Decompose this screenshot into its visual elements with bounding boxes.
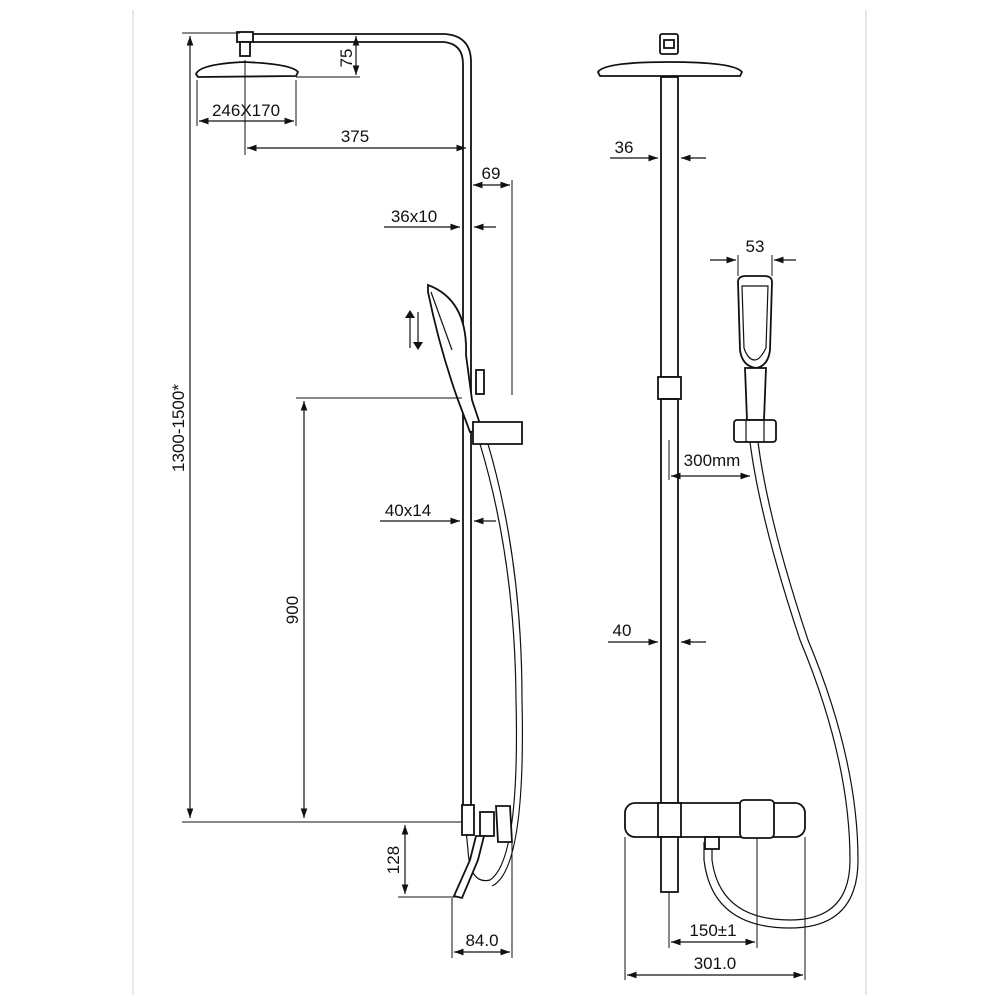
side-hand-shower xyxy=(427,283,523,445)
dim-handset-width: 53 xyxy=(746,237,765,256)
dim-head-height: 75 xyxy=(337,49,356,68)
front-riser-upper xyxy=(660,76,679,378)
side-valve xyxy=(452,804,513,900)
dim-hose-offset: 300mm xyxy=(684,451,741,470)
side-riser-pipe xyxy=(253,33,472,810)
dim-holder-height: 900 xyxy=(283,596,302,624)
side-riser-inner xyxy=(253,41,464,810)
dim-arm-length: 375 xyxy=(341,127,369,146)
front-hand-shower xyxy=(733,275,777,443)
side-hose-outer xyxy=(487,443,523,887)
dim-valve-width: 301.0 xyxy=(694,954,737,973)
side-view xyxy=(194,31,523,900)
dim-pipe-width-lower: 40 xyxy=(613,621,632,640)
dim-rail-section: 36x10 xyxy=(391,207,437,226)
front-pipe-joint xyxy=(657,376,682,400)
dim-bracket-depth: 69 xyxy=(482,164,501,183)
dim-overall-height: 1300-1500* xyxy=(169,384,188,472)
dim-pipe-width-top: 36 xyxy=(615,138,634,157)
front-hose-outer xyxy=(703,441,859,929)
dim-head-size: 246X170 xyxy=(212,101,280,120)
dim-inlet-centres: 150±1 xyxy=(689,921,736,940)
side-shower-head xyxy=(194,31,300,78)
dim-valve-height: 128 xyxy=(384,846,403,874)
dim-holder-section: 40x14 xyxy=(385,501,431,520)
side-dimensions: 1300-1500* 75 246X170 375 69 36x10 40x14… xyxy=(169,32,513,958)
front-dimensions: 36 53 300mm 40 150±1 301.0 xyxy=(608,138,806,980)
front-valve xyxy=(624,799,806,893)
slide-arrows-icon xyxy=(405,310,423,350)
dim-valve-depth: 84.0 xyxy=(465,931,498,950)
front-hose xyxy=(711,441,851,921)
front-shower-head xyxy=(596,33,744,77)
front-view xyxy=(596,33,859,929)
side-hose xyxy=(465,443,518,882)
